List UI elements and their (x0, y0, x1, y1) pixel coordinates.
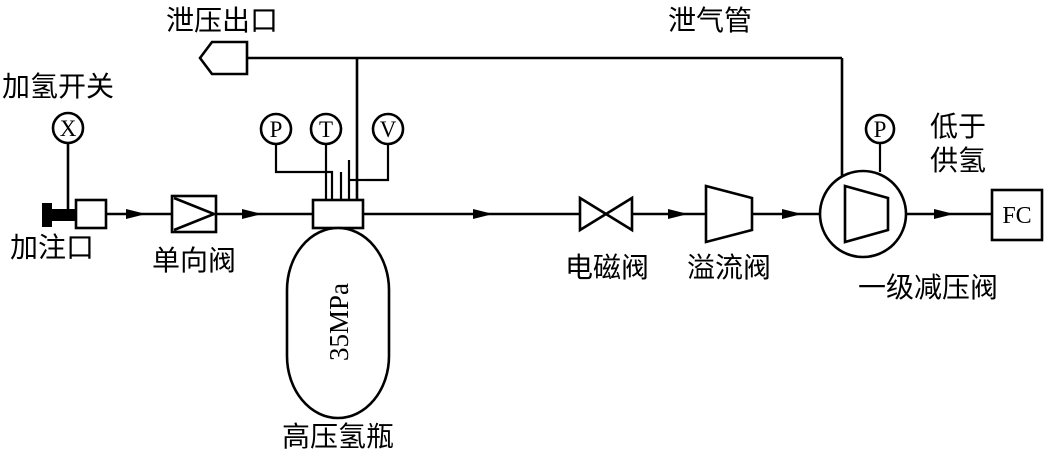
low-pressure-supply-label-line1: 低于 (930, 110, 986, 143)
vent-pipe (247, 56, 844, 200)
flow-arrow-icon (242, 209, 262, 219)
tank-pressure-label: 35MPa (324, 283, 354, 361)
pressure-gauge-symbol: P (270, 117, 283, 142)
overflow-valve-symbol (704, 184, 754, 244)
regulator-element (843, 184, 890, 244)
regulator-pressure-gauge-symbol: P (874, 117, 887, 142)
solenoid-valve-symbol (578, 195, 634, 233)
tank-label: 高压氢瓶 (282, 420, 394, 453)
valve-gauge-icon (371, 112, 405, 146)
vent-outlet-symbol (198, 40, 249, 76)
temperature-gauge-symbol: T (319, 117, 333, 142)
vent-pipe-label: 泄气管 (668, 4, 752, 37)
flow-arrows (126, 209, 954, 219)
tank-gauges: P T V (259, 112, 405, 200)
regulator-label: 一级减压阀 (858, 271, 998, 304)
flow-arrow-icon (934, 209, 954, 219)
tank-body (285, 226, 391, 420)
fill-port-label: 加注口 (10, 231, 94, 264)
fill-port-symbol (42, 198, 108, 230)
regulator-pressure-gauge-icon (864, 113, 896, 145)
fuel-cell-box (990, 188, 1044, 242)
check-valve-label: 单向阀 (152, 244, 236, 277)
low-pressure-supply-label-line2: 供氢 (930, 144, 986, 177)
overflow-valve-label: 溢流阀 (687, 251, 771, 284)
switch-gauge-icon (51, 111, 85, 145)
flow-arrow-icon (782, 209, 802, 219)
fuel-cell-label: FC (1002, 203, 1031, 229)
tank-valve-block (311, 198, 365, 230)
high-pressure-tank: 35MPa (285, 198, 391, 420)
switch-gauge-symbol: X (60, 116, 77, 141)
flow-arrow-icon (668, 209, 688, 219)
temperature-gauge-icon (309, 112, 343, 146)
pressure-regulator: P (818, 113, 908, 259)
vent-outlet-label: 泄压出口 (166, 4, 278, 37)
hydrogen-switch-label: 加氢开关 (2, 70, 114, 103)
pressure-gauge-icon (259, 112, 293, 146)
check-valve-symbol (170, 194, 218, 234)
valve-gauge-symbol: V (380, 117, 397, 142)
fuel-cell: FC (990, 188, 1044, 242)
flow-arrow-icon (473, 209, 493, 219)
hydrogen-switch: X (51, 111, 85, 210)
solenoid-valve-label: 电磁阀 (565, 251, 649, 284)
flow-arrow-icon (126, 209, 146, 219)
